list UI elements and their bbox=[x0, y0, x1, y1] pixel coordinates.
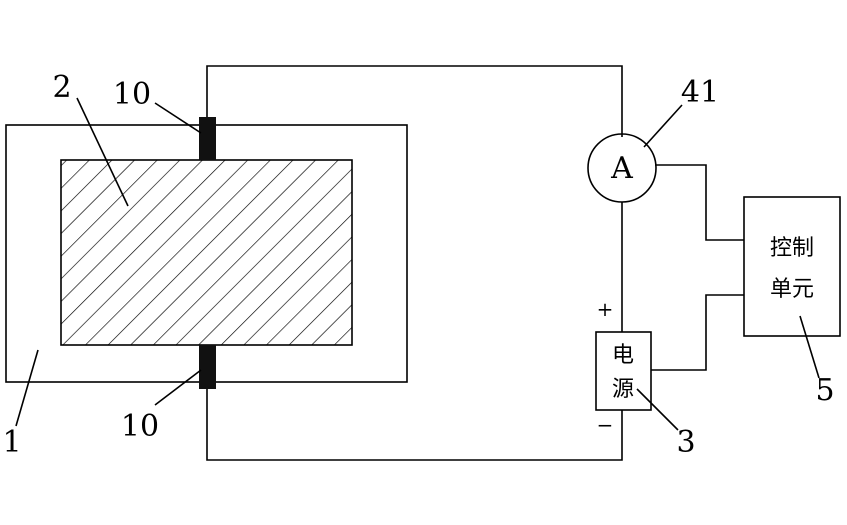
control-unit-line-2: 单元 bbox=[770, 277, 814, 302]
power-source: 电 源 + − bbox=[595, 297, 652, 437]
leader-5 bbox=[799, 315, 820, 379]
control-unit: 控制 单元 bbox=[743, 196, 841, 337]
label-5: 5 bbox=[815, 373, 834, 408]
label-1: 1 bbox=[2, 425, 21, 460]
leader-41 bbox=[643, 104, 683, 148]
leader-10-top bbox=[154, 102, 202, 134]
leader-2 bbox=[76, 97, 129, 207]
electrode-bottom bbox=[199, 345, 216, 389]
plus-sign: + bbox=[597, 297, 614, 321]
electrode-top bbox=[199, 117, 216, 160]
label-10-top: 10 bbox=[113, 77, 151, 112]
wire-bottom-loop bbox=[206, 389, 623, 461]
power-source-char-1: 电 bbox=[612, 343, 634, 368]
leader-1 bbox=[15, 349, 39, 427]
label-2: 2 bbox=[52, 70, 71, 105]
leader-10-bottom bbox=[154, 369, 202, 406]
leader-3 bbox=[636, 388, 679, 431]
ammeter: A bbox=[587, 133, 657, 203]
power-source-char-2: 源 bbox=[612, 377, 634, 402]
label-3: 3 bbox=[676, 425, 695, 460]
wire-source-to-control bbox=[651, 294, 744, 371]
hatched-block bbox=[60, 159, 353, 346]
label-10-bottom: 10 bbox=[121, 409, 159, 444]
ammeter-symbol: A bbox=[610, 151, 633, 186]
label-41: 41 bbox=[681, 75, 719, 110]
wire-ammeter-to-control bbox=[655, 164, 744, 241]
control-unit-line-1: 控制 bbox=[770, 236, 814, 261]
wire-top-loop bbox=[206, 65, 623, 137]
minus-sign: − bbox=[597, 413, 614, 437]
